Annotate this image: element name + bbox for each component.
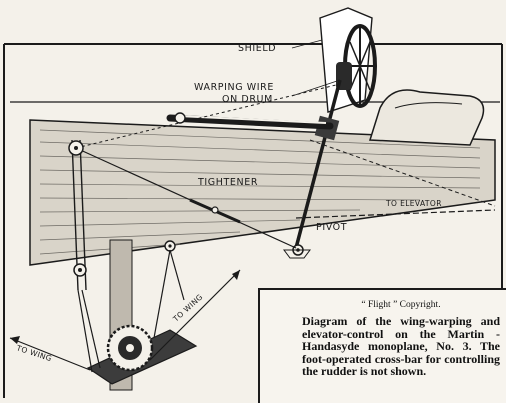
control-wheel: [343, 24, 377, 108]
tube-end-fitting: [174, 112, 186, 124]
tightener: [189, 198, 241, 224]
seat-rim: [394, 102, 463, 109]
elevator-wire-upper: [309, 139, 496, 207]
torque-tube: [166, 114, 334, 130]
wire-to-wing-left: [9, 337, 91, 371]
crank-drum-assembly: [86, 324, 198, 385]
control-column: [294, 79, 342, 249]
pilot-seat: [368, 89, 485, 146]
label-warping-wire-2: ON DRUM: [222, 94, 273, 105]
shield-leader: [291, 39, 323, 49]
fuselage-body: [29, 119, 496, 266]
pulley-column-left: [68, 139, 87, 291]
label-pivot: PIVOT: [316, 222, 347, 233]
caption-credit: “ Flight ” Copyright.: [361, 300, 441, 310]
label-warping-wire-1: WARPING WIRE: [194, 82, 274, 93]
label-to-elevator: TO ELEVATOR: [385, 199, 442, 208]
label-tightener: TIGHTENER: [197, 177, 258, 188]
caption-text: Diagram of the wing-warping and elevator…: [302, 314, 500, 378]
pivot-bracket: [283, 249, 311, 259]
wire-to-wing-right: [149, 269, 241, 361]
drum-leader: [291, 79, 341, 97]
warping-wire-main: [75, 147, 297, 249]
elevator-wire-lower: [295, 209, 496, 219]
label-shield: SHIELD: [238, 43, 276, 54]
caption-box: “ Flight ” Copyright. Diagram of the win…: [258, 288, 506, 403]
